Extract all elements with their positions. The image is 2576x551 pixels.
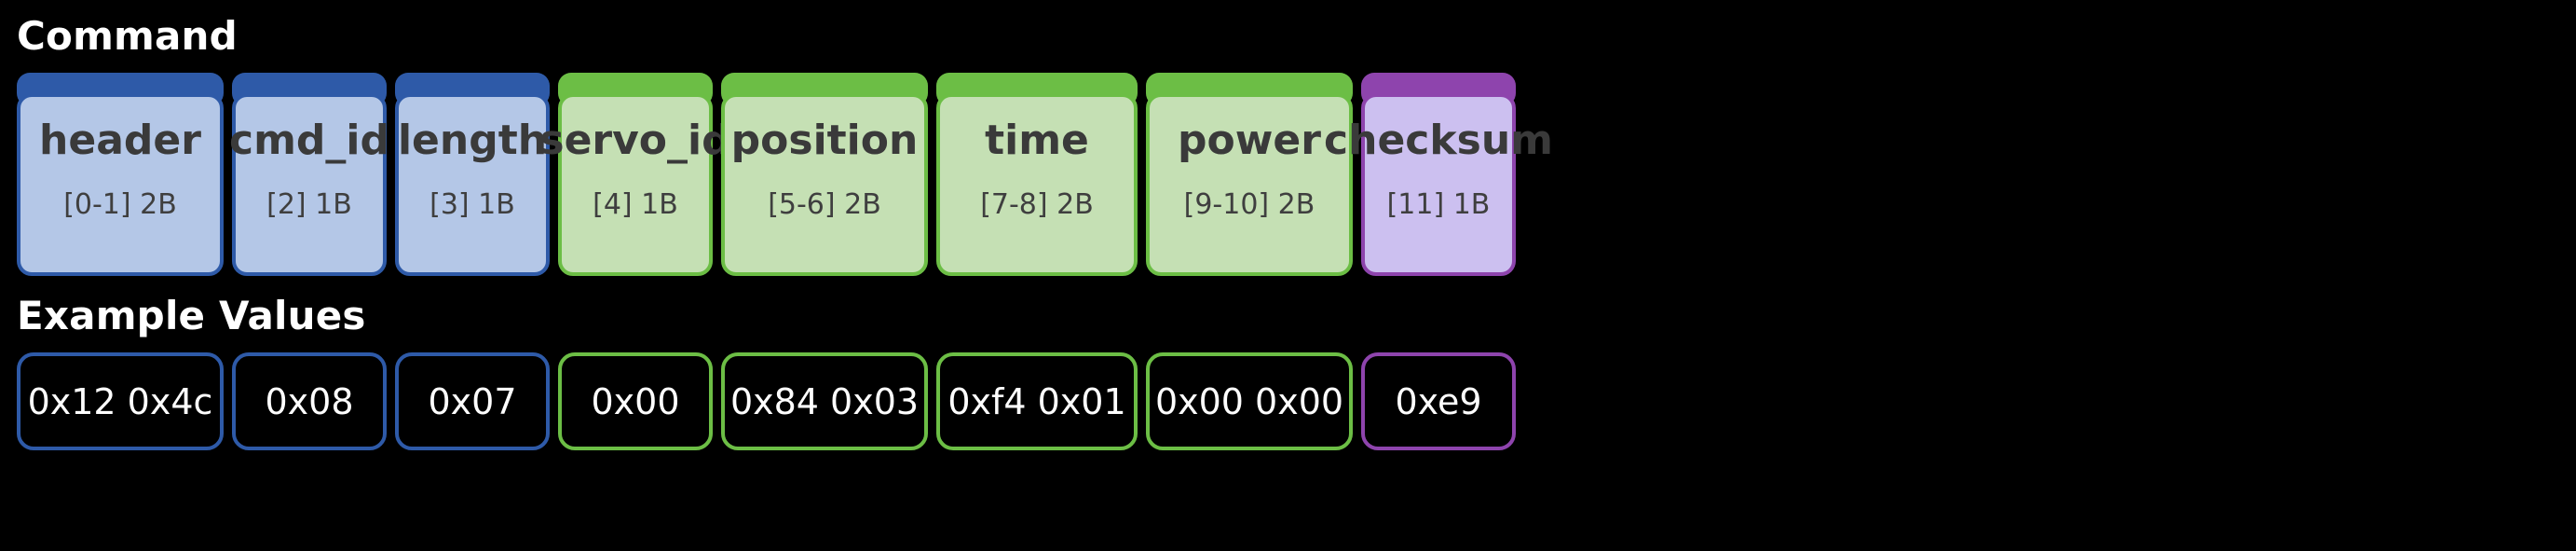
packet-field-checksum: checksum [11] 1B [1324,73,1553,276]
example-value-position: 0x84 0x03 [721,352,928,450]
field-name-label: checksum [1324,117,1553,164]
field-byte-range-label: [4] 1B [593,188,678,222]
example-value-text: 0xf4 0x01 [947,380,1126,422]
field-name-label: servo_id [539,117,731,164]
example-value-text: 0x84 0x03 [729,380,920,422]
example-value-text: 0x00 [591,380,680,422]
field-body: position [5-6] 2B [721,93,928,276]
field-byte-range-label: [7-8] 2B [980,188,1094,222]
field-byte-range-label: [9-10] 2B [1183,188,1315,222]
example-value-text: 0x12 0x4c [27,380,213,422]
example-value-text: 0x07 [428,380,517,422]
packet-field-header: header [0-1] 2B [17,73,224,276]
field-byte-range-label: [3] 1B [429,188,515,222]
field-byte-range-label: [2] 1B [266,188,352,222]
example-value-text: 0x08 [265,380,354,422]
example-value-header: 0x12 0x4c [17,352,224,450]
field-name-label: cmd_id [229,117,390,164]
field-name-label: position [730,117,919,164]
field-name-label: time [985,117,1089,164]
packet-field-servo-id: servo_id [4] 1B [539,73,731,276]
example-value-servo-id: 0x00 [558,352,713,450]
field-body: power [9-10] 2B [1146,93,1353,276]
packet-field-position: position [5-6] 2B [721,73,928,276]
field-byte-range-label: [5-6] 2B [768,188,881,222]
field-body: length [3] 1B [395,93,550,276]
packet-field-power: power [9-10] 2B [1146,73,1353,276]
field-row: header [0-1] 2B cmd_id [2] 1B length [3] 1B se… [17,73,2559,276]
field-body: checksum [11] 1B [1324,93,1553,276]
field-name-label: power [1178,117,1321,164]
field-body: header [0-1] 2B [17,93,224,276]
field-body: servo_id [4] 1B [539,93,731,276]
field-byte-range-label: [0-1] 2B [63,188,177,222]
command-section-title: Command [17,13,238,59]
value-row: 0x12 0x4c 0x08 0x07 0x00 0x84 0x03 0xf4 0x01 0… [17,352,2559,455]
example-value-checksum: 0xe9 [1361,352,1516,450]
field-name-label: length [397,117,548,164]
packet-field-length: length [3] 1B [395,73,550,276]
field-byte-range-label: [11] 1B [1386,188,1491,222]
example-value-text: 0xe9 [1395,380,1482,422]
example-values-section-title: Example Values [17,293,366,338]
packet-field-cmd-id: cmd_id [2] 1B [229,73,390,276]
packet-field-time: time [7-8] 2B [936,73,1138,276]
example-value-length: 0x07 [395,352,550,450]
example-value-text: 0x00 0x00 [1154,380,1344,422]
field-name-label: header [39,117,201,164]
field-body: time [7-8] 2B [936,93,1138,276]
example-value-cmd-id: 0x08 [232,352,387,450]
example-value-power: 0x00 0x00 [1146,352,1353,450]
field-body: cmd_id [2] 1B [229,93,390,276]
example-value-time: 0xf4 0x01 [936,352,1138,450]
